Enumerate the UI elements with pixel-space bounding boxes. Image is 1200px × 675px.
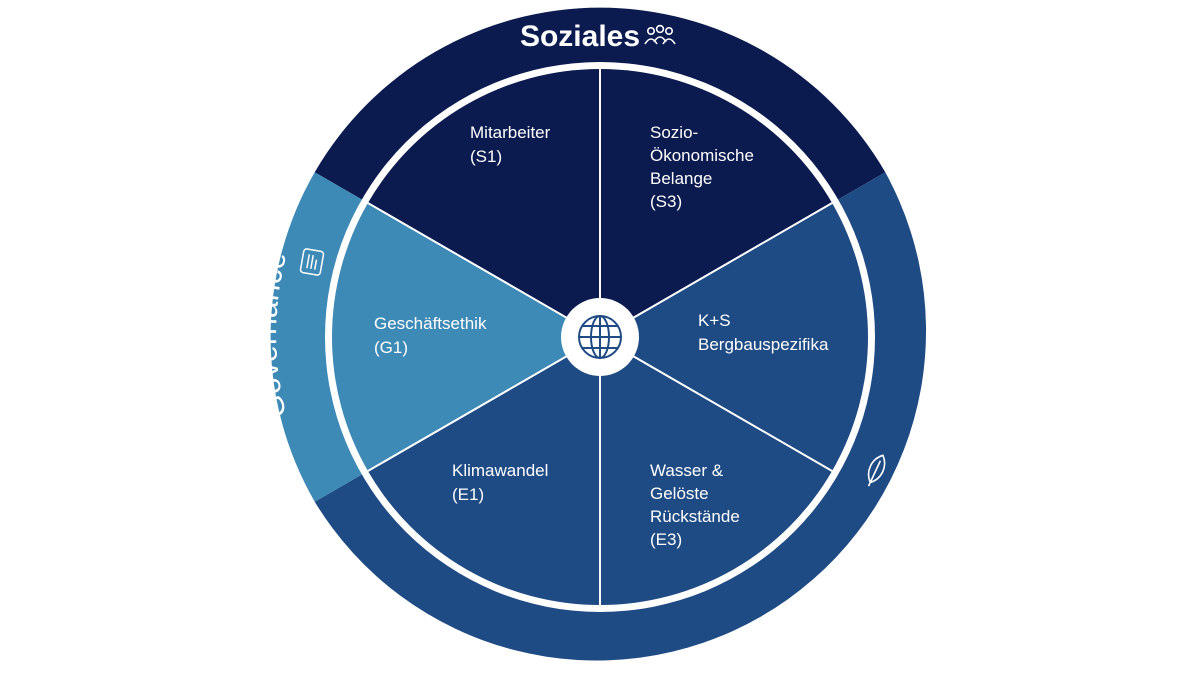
label-e1-line: (E1) — [452, 485, 484, 504]
label-s3: Sozio- Ökonomische Belange (S3) — [650, 123, 759, 211]
segment-ks — [600, 203, 869, 471]
label-e1: Klimawandel (E1) — [452, 461, 553, 504]
globe-icon — [578, 315, 622, 359]
label-s3-line: Sozio- — [650, 123, 698, 142]
label-g1: Geschäftsethik (G1) — [374, 314, 491, 357]
label-e3-line: Wasser & — [650, 461, 724, 480]
segment-s3 — [600, 69, 833, 337]
segment-g1 — [331, 203, 600, 471]
label-e3-line: (E3) — [650, 530, 682, 549]
label-s1: Mitarbeiter (S1) — [470, 123, 555, 166]
label-s3-line: (S3) — [650, 192, 682, 211]
document-icon — [299, 248, 325, 276]
label-e3: Wasser & Gelöste Rückstände (E3) — [650, 461, 745, 549]
label-ks-line: Bergbauspezifika — [698, 335, 829, 354]
label-s3-line: Belange — [650, 169, 712, 188]
segment-dividers — [364, 66, 836, 608]
label-g1-line: Geschäftsethik — [374, 314, 487, 333]
label-s3-line: Ökonomische — [650, 146, 754, 165]
segment-e3 — [600, 337, 833, 605]
label-s1-line: Mitarbeiter — [470, 123, 551, 142]
label-g1-line: (G1) — [374, 338, 408, 357]
label-e3-line: Rückstände — [650, 507, 740, 526]
label-ks-line: K+S — [698, 311, 731, 330]
segment-s1 — [367, 68, 600, 337]
label-s1-line: (S1) — [470, 147, 502, 166]
segment-e1 — [367, 337, 600, 605]
label-e1-line: Klimawandel — [452, 461, 548, 480]
label-ks: K+S Bergbauspezifika — [698, 311, 829, 354]
ring-label-social: Soziales — [520, 20, 640, 53]
label-e3-line: Gelöste — [650, 484, 709, 503]
leaf-icon — [867, 454, 886, 487]
people-icon — [644, 24, 676, 45]
